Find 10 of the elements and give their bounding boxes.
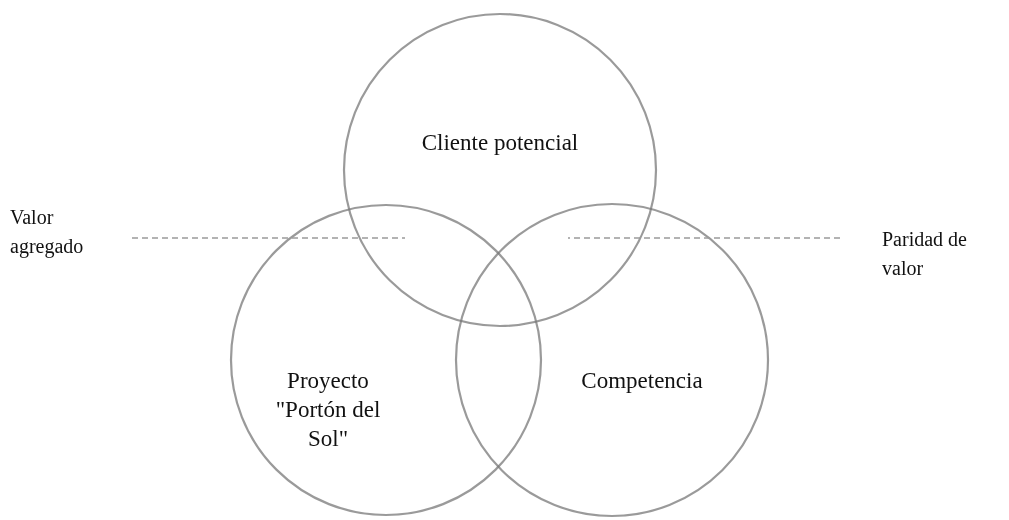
venn-circle — [343, 13, 657, 327]
leader-line — [131, 237, 406, 239]
circle-label: Proyecto "Portón del Sol" — [274, 366, 382, 453]
circle-label: Cliente potencial — [420, 128, 580, 157]
circle-label: Competencia — [580, 366, 704, 395]
leader-line — [567, 237, 841, 239]
annotation-text: Valor agregado — [10, 203, 128, 261]
annotation-text: Paridad de valor — [882, 225, 992, 283]
venn-circle — [230, 204, 542, 516]
venn-circle — [455, 203, 769, 517]
